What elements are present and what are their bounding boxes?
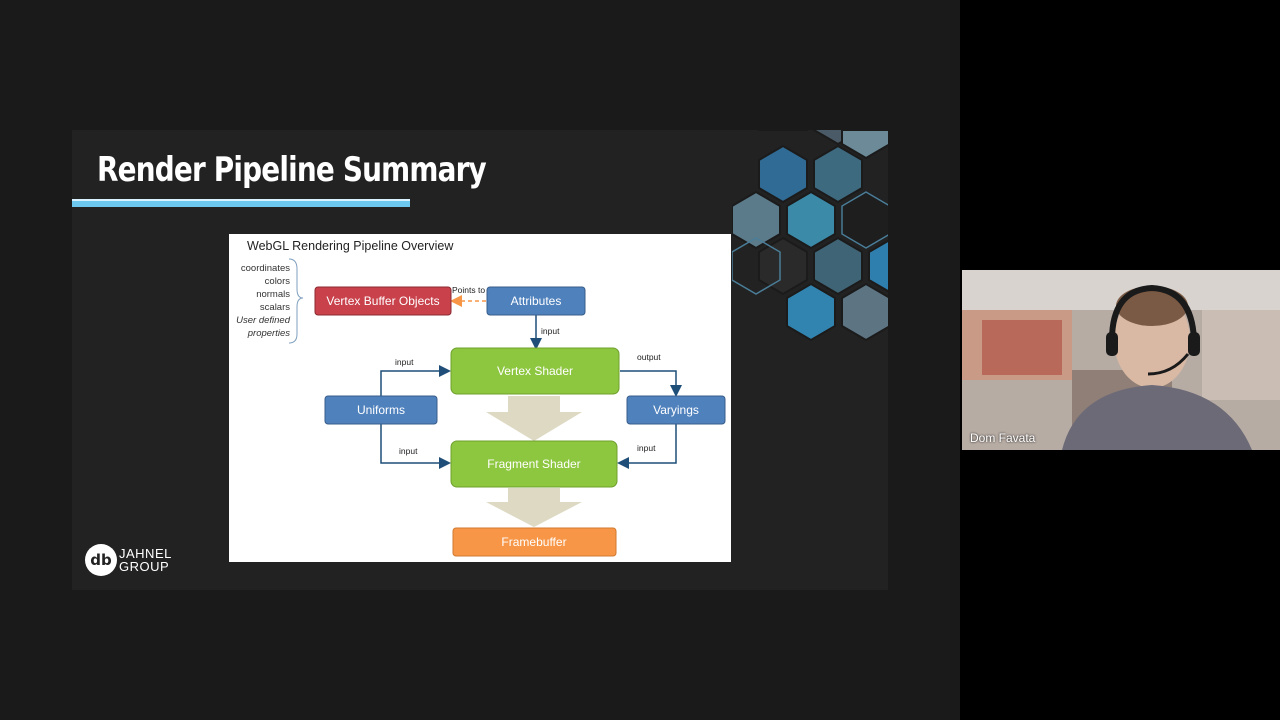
label-input-uniforms-fragment: input: [399, 446, 418, 456]
attribute-scalars: scalars: [260, 302, 290, 313]
flow-arrow-vertex-to-fragment: [486, 396, 582, 441]
label-points-to: Points to: [452, 285, 485, 295]
attribute-user-defined: User defined: [236, 315, 291, 326]
hexagon-pattern-decoration: [732, 130, 888, 342]
node-fragment-shader: Fragment Shader: [450, 440, 618, 488]
label-input-uniforms-vertex: input: [395, 357, 414, 367]
svg-text:Framebuffer: Framebuffer: [501, 535, 566, 549]
participant-video-image: [962, 270, 1280, 450]
attribute-properties: properties: [247, 328, 290, 339]
jahnel-group-logo: db JAHNEL GROUP: [85, 544, 172, 576]
diagram-title: WebGL Rendering Pipeline Overview: [247, 239, 454, 253]
label-input-attributes: input: [541, 326, 560, 336]
svg-text:Vertex Shader: Vertex Shader: [497, 364, 573, 378]
logo-line-1: JAHNEL: [119, 546, 172, 561]
presentation-slide: Render Pipeline Summary: [72, 130, 888, 590]
logo-line-2: GROUP: [119, 559, 170, 574]
attribute-normals: normals: [256, 289, 290, 300]
node-varyings: Varyings: [626, 395, 726, 425]
node-attributes: Attributes: [486, 286, 586, 316]
label-output: output: [637, 352, 661, 362]
slide-title: Render Pipeline Summary: [97, 150, 487, 190]
label-input-varyings: input: [637, 443, 656, 453]
svg-text:Fragment Shader: Fragment Shader: [487, 457, 580, 471]
screen-share-area: Render Pipeline Summary: [0, 0, 960, 720]
attribute-colors: colors: [265, 276, 291, 287]
node-framebuffer: Framebuffer: [452, 527, 617, 557]
title-underline: [72, 199, 410, 207]
svg-text:Vertex Buffer Objects: Vertex Buffer Objects: [326, 294, 439, 308]
node-vertex-buffer-objects: Vertex Buffer Objects: [314, 286, 452, 316]
node-uniforms: Uniforms: [324, 395, 438, 425]
participant-name: Dom Favata: [970, 431, 1036, 445]
svg-text:Varyings: Varyings: [653, 403, 699, 417]
webgl-pipeline-diagram: WebGL Rendering Pipeline Overview coordi…: [229, 234, 731, 562]
node-vertex-shader: Vertex Shader: [450, 347, 620, 395]
attributes-brace: [288, 258, 304, 344]
attribute-coordinates: coordinates: [241, 263, 290, 274]
attributes-list: coordinates colors normals scalars User …: [236, 263, 291, 339]
svg-text:Uniforms: Uniforms: [357, 403, 405, 417]
logo-mark-icon: db: [85, 544, 117, 576]
participant-video-tile[interactable]: Dom Favata: [962, 270, 1280, 450]
flow-arrow-fragment-to-framebuffer: [486, 488, 582, 527]
svg-text:Attributes: Attributes: [511, 294, 562, 308]
